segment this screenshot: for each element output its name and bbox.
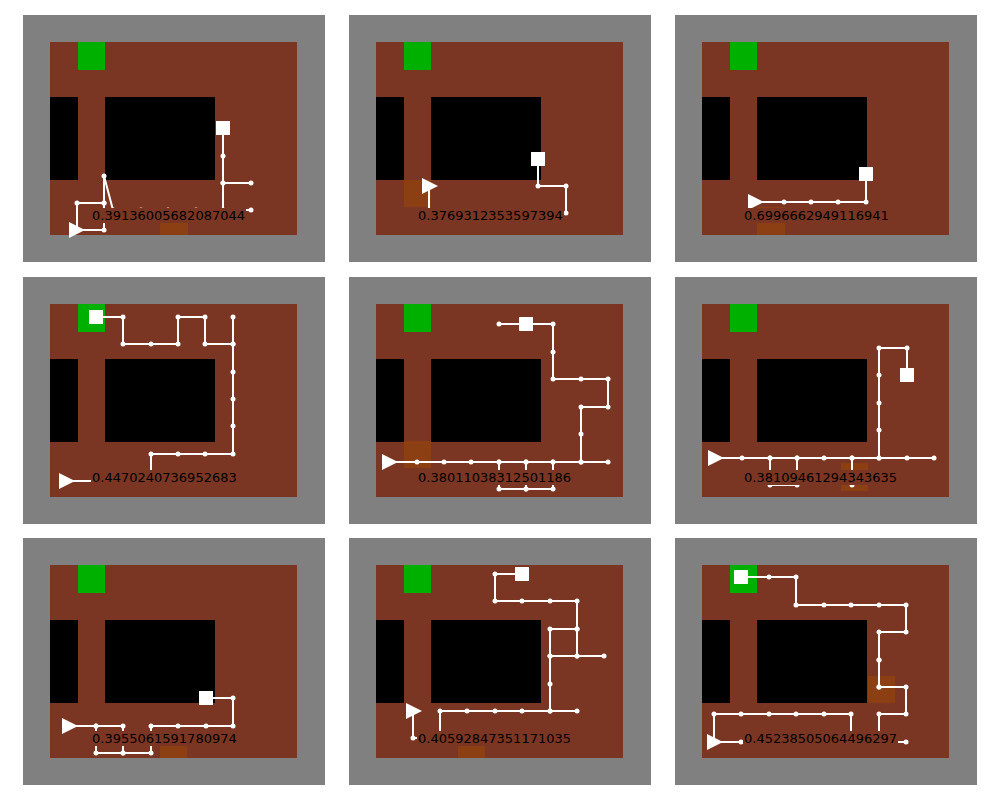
- goal-markers: [89, 121, 914, 705]
- hazard-cells: [160, 180, 895, 758]
- score-label: 0.4470240736952683: [91, 470, 238, 485]
- score-label: 0.6996662949116941: [743, 208, 890, 223]
- score-label: 0.38011038312501186: [417, 470, 572, 485]
- score-label: 0.38109461294343635: [743, 470, 898, 485]
- score-label: 0.40592847351171035: [417, 731, 572, 746]
- score-label: 0.3955061591780974: [91, 731, 238, 746]
- score-label: 0.45238505064496297: [743, 731, 898, 746]
- start-markers: [59, 178, 764, 750]
- search-paths: [66, 128, 934, 753]
- panel-backgrounds: [23, 15, 977, 785]
- score-label: 0.3769312353597394: [417, 208, 564, 223]
- score-label: 0.39136005682087044: [91, 208, 246, 223]
